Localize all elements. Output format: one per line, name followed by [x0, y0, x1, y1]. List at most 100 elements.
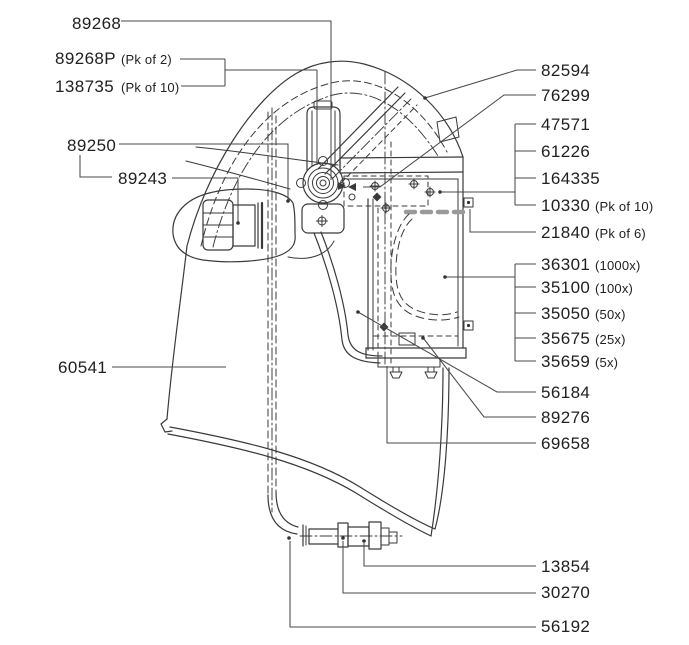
leader-89250	[119, 143, 289, 200]
lens-clip-top	[463, 197, 474, 208]
window-opening-outer	[390, 213, 460, 321]
pivot-knob-outer	[302, 162, 344, 204]
part-label-69658: 69658	[541, 434, 590, 453]
leader-lines	[79, 20, 536, 628]
frame-screw	[408, 178, 420, 190]
pack-qualifier-21840: (Pk of 6)	[595, 226, 646, 241]
visor-band-hidden-line	[340, 104, 418, 184]
part-label-138735: 138735	[55, 77, 114, 96]
leader-13854	[363, 543, 536, 567]
part-label-89268: 89268	[72, 14, 121, 33]
part-label-56192: 56192	[541, 617, 590, 636]
hood-shell	[160, 60, 464, 537]
qty-qualifier-35675: (25x)	[595, 332, 626, 347]
leader-dot	[287, 536, 291, 540]
leader-dot	[236, 221, 240, 225]
cape-right-edge-inner	[430, 367, 444, 537]
frame-top-bar	[339, 171, 464, 174]
knob-body	[232, 204, 256, 247]
leader-69658	[386, 366, 536, 444]
pack-qualifier-89268P: (Pk of 2)	[121, 52, 172, 67]
plate-screw	[316, 215, 328, 227]
frame-screw	[424, 186, 436, 198]
part-label-56184: 56184	[541, 383, 590, 402]
frame-screw	[380, 202, 392, 214]
side-knob-assembly	[172, 188, 296, 263]
pivot-screw-center	[319, 179, 327, 187]
pivot-knob-ring	[316, 176, 330, 190]
cape-right-edge-outer	[434, 367, 450, 530]
qty-qualifier-35100: (100x)	[595, 281, 633, 296]
bracket-lens-group	[446, 263, 536, 362]
labels-right: 82594 76299 47571 61226 164335 10330 (Pk…	[541, 61, 653, 636]
leader-dot	[286, 199, 290, 203]
lens-clip-bottom	[463, 320, 474, 331]
valve-body	[347, 526, 370, 547]
part-label-89268P: 89268P	[55, 49, 116, 68]
part-label-76299: 76299	[541, 86, 590, 105]
part-label-47571: 47571	[541, 115, 590, 134]
pivot-mount-plate	[301, 203, 345, 234]
cape-hem-outer	[169, 426, 436, 530]
pack-qualifier-10330: (Pk of 10)	[595, 199, 653, 214]
cape-lip	[160, 418, 173, 433]
part-label-35050: 35050	[541, 304, 590, 323]
part-label-60541: 60541	[58, 358, 107, 377]
cape-hem-inner	[167, 433, 432, 537]
frame-screw	[369, 180, 381, 192]
leader-89268	[121, 20, 332, 180]
leader-dot	[438, 190, 442, 194]
leader-89243	[172, 177, 239, 222]
part-label-61226: 61226	[541, 142, 590, 161]
part-label-35100: 35100	[541, 278, 590, 297]
leader-56184	[357, 311, 536, 393]
pocket-outline	[172, 188, 296, 263]
part-label-164335: 164335	[541, 169, 600, 188]
hood-outline	[166, 60, 464, 420]
qty-qualifier-35659: (5x)	[595, 355, 618, 370]
pivot-lobe	[296, 178, 306, 188]
part-label-30270: 30270	[541, 583, 590, 602]
chin-seam	[287, 240, 335, 259]
leader-dot	[341, 536, 345, 540]
crown-strap	[306, 106, 341, 171]
latch-arrow-right	[338, 182, 346, 190]
tube-outer	[313, 232, 381, 364]
frame-stud	[372, 192, 382, 202]
visor-band-line	[317, 86, 399, 170]
pivot-lobe	[318, 200, 328, 210]
bracket-89250-89243	[79, 155, 112, 178]
leader-82594	[424, 69, 536, 99]
part-label-35659: 35659	[541, 352, 590, 371]
part-label-89276: 89276	[541, 408, 590, 427]
part-label-89243: 89243	[118, 169, 167, 188]
valve-flange	[368, 521, 382, 550]
part-label-82594: 82594	[541, 61, 590, 80]
wing-screw	[424, 366, 438, 379]
leader-21840	[469, 209, 536, 233]
pack-qualifier-138735: (Pk of 10)	[121, 80, 179, 95]
valve-nipple-tip	[388, 531, 398, 544]
hose-bend-outer	[267, 494, 298, 535]
valve-nipple	[380, 527, 390, 546]
leader-dot	[356, 310, 360, 314]
hose-bend-inner	[275, 491, 299, 528]
wing-screw	[389, 366, 403, 379]
shell-patch	[436, 116, 460, 143]
part-label-35675: 35675	[541, 329, 590, 348]
visor-band-line	[324, 92, 406, 175]
part-label-36301: 36301	[541, 255, 590, 274]
tube-inner	[320, 231, 383, 357]
strap-top-tab	[313, 100, 333, 110]
leader-30270	[342, 541, 536, 594]
leader-dot	[421, 336, 425, 340]
qty-qualifier-36301: (1000x)	[595, 258, 640, 273]
breathing-tube	[267, 231, 383, 547]
pivot-assembly	[296, 86, 418, 234]
air-valve-assembly	[299, 521, 403, 550]
leader-76299	[363, 94, 536, 188]
pivot-knob-ring	[312, 172, 334, 194]
latch-arrow-left	[348, 183, 356, 191]
